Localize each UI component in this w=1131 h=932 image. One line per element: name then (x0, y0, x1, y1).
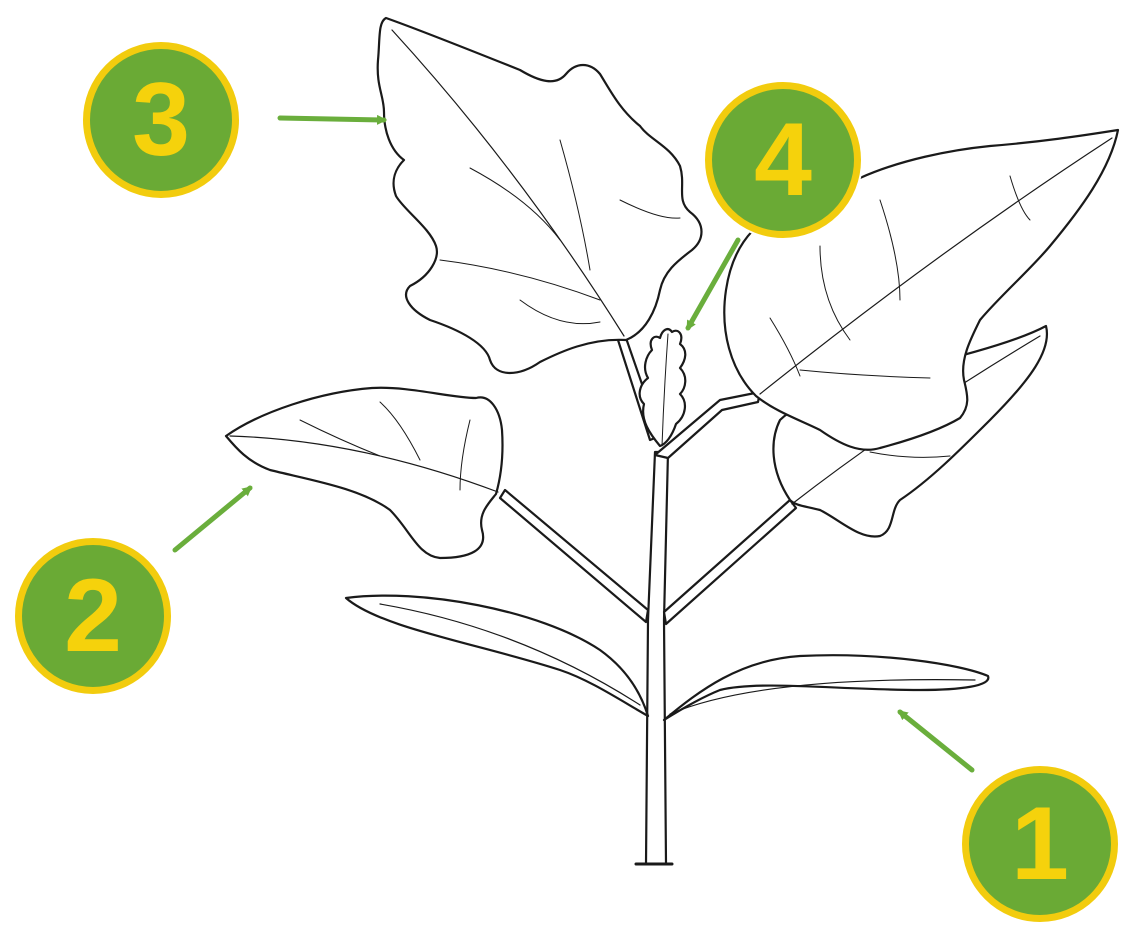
callout-badge-2: 2 (15, 538, 171, 694)
callout-number-4: 4 (754, 108, 812, 212)
callout-badge-4: 4 (705, 82, 861, 238)
callout-badge-3: 3 (83, 42, 239, 198)
callout-number-2: 2 (64, 564, 122, 668)
main-stem (636, 452, 672, 864)
callout-number-1: 1 (1011, 792, 1069, 896)
leaf-3 (378, 18, 702, 373)
arrow-1 (900, 712, 972, 770)
cotyledon-leaf-left (346, 596, 648, 716)
cotyledon-leaf-right (664, 655, 988, 720)
arrow-3 (280, 118, 384, 120)
callout-badge-1: 1 (962, 766, 1118, 922)
arrow-2 (175, 488, 250, 550)
callout-number-3: 3 (132, 68, 190, 172)
